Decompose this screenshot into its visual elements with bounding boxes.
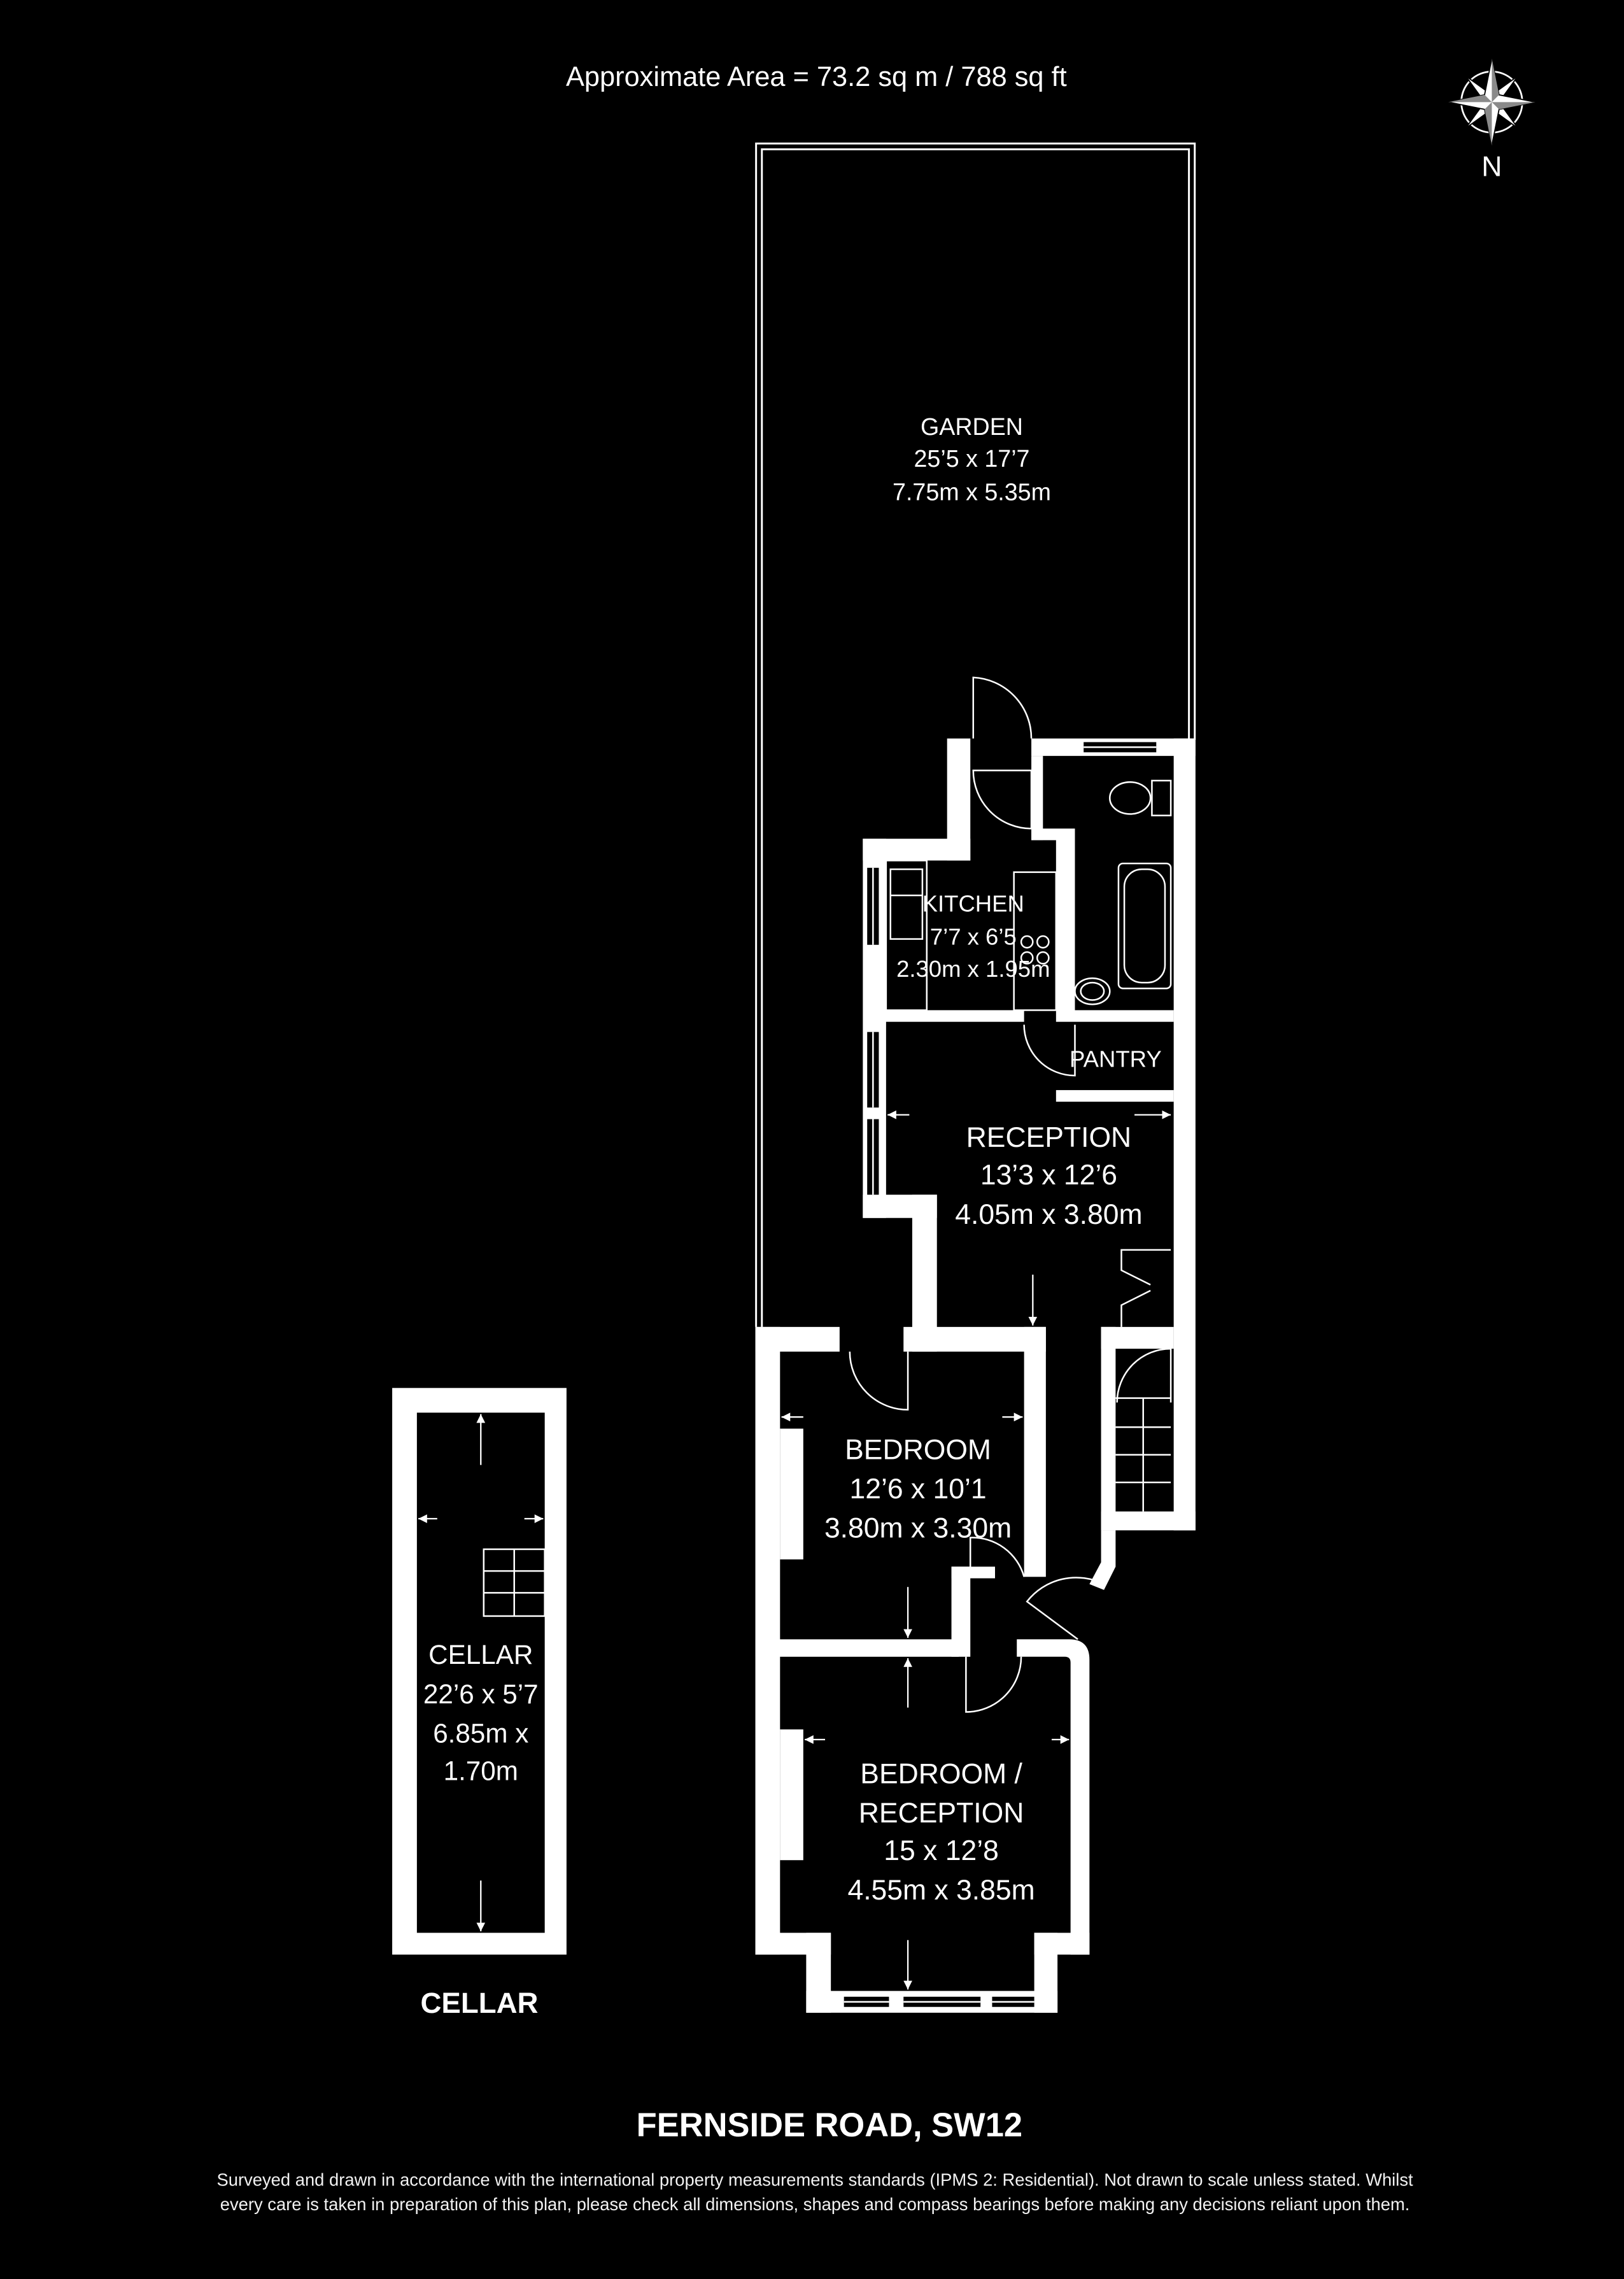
- chimney-breast: [780, 1428, 803, 1559]
- door-swing: [1116, 1347, 1172, 1403]
- room-size-metric: 7.75m x 5.35m: [893, 479, 1051, 506]
- wall-segment: [912, 1195, 937, 1352]
- room-size-imperial: 15 x 12’8: [884, 1835, 999, 1866]
- cellar-staircase: [483, 1548, 546, 1617]
- wall-segment: [1031, 756, 1043, 841]
- hob-ring: [1036, 935, 1050, 949]
- door-swing: [972, 676, 1033, 739]
- room-size-imperial: 13’3 x 12’6: [980, 1160, 1117, 1191]
- wall-segment: [1056, 839, 1075, 1022]
- door-swing: [1023, 1025, 1076, 1077]
- room-size-metric-line1: 6.85m x: [433, 1718, 528, 1748]
- basin-outer: [1074, 977, 1111, 1005]
- room-name-line1: BEDROOM /: [860, 1758, 1022, 1789]
- room-size-metric: 2.30m x 1.95m: [896, 956, 1050, 982]
- wall-segment: [1173, 738, 1196, 1531]
- hob-ring: [1020, 935, 1034, 949]
- wall-segment: [1031, 828, 1075, 841]
- counter-right: [1013, 871, 1057, 1011]
- disclaimer-line1: Surveyed and drawn in accordance with th…: [216, 2169, 1413, 2189]
- room-name: BEDROOM: [845, 1434, 991, 1465]
- garden-boundary-outer: [755, 142, 1196, 1327]
- hob-ring: [1020, 951, 1034, 965]
- counter-left: [885, 860, 928, 1011]
- wall-segment: [1089, 1530, 1116, 1590]
- bath-outer: [1117, 862, 1172, 990]
- room-size-metric-line2: 1.70m: [444, 1756, 518, 1786]
- wall-segment: [1017, 1639, 1090, 1955]
- dimension-arrows: [418, 1110, 1171, 1990]
- wall-segment: [951, 1566, 996, 1579]
- cellar-plan: [392, 1388, 567, 1955]
- room-name: GARDEN: [921, 413, 1023, 440]
- window-glazing: [844, 746, 1157, 2003]
- toilet-cistern: [1151, 779, 1172, 816]
- wall-segment: [903, 1326, 1046, 1352]
- room-name: PANTRY: [1070, 1046, 1162, 1072]
- room-size-imperial: 25’5 x 17’7: [914, 445, 1029, 472]
- door-swing: [1026, 1577, 1105, 1640]
- staircase: [1115, 1397, 1171, 1512]
- garden-label: GARDEN 25’5 x 17’7 7.75m x 5.35m: [893, 413, 1051, 506]
- room-size-imperial: 22’6 x 5’7: [423, 1679, 539, 1709]
- compass-north-label: N: [1481, 152, 1502, 183]
- room-name: CELLAR: [428, 1640, 533, 1670]
- chimney-breast: [780, 1729, 803, 1861]
- compass-rose-icon: [1448, 58, 1536, 146]
- basin-inner: [1080, 981, 1105, 1001]
- compass-shade-east: [1492, 102, 1536, 110]
- room-size-metric: 4.55m x 3.85m: [847, 1875, 1034, 1906]
- garden-boundary: [755, 142, 1196, 1327]
- room-size-imperial: 7’7 x 6’5: [930, 924, 1017, 950]
- door-swing: [849, 1351, 909, 1411]
- doors: [849, 676, 1172, 1713]
- bedroom-reception-label: BEDROOM / RECEPTION 15 x 12’8 4.55m x 3.…: [847, 1758, 1034, 1906]
- cellar-label: CELLAR 22’6 x 5’7 6.85m x 1.70m: [423, 1640, 539, 1786]
- cellar-floor: [416, 1412, 545, 1933]
- wall-segment: [1024, 1326, 1046, 1577]
- wall-segment: [883, 1010, 1024, 1022]
- bath-inner: [1123, 868, 1166, 984]
- room-size-metric: 3.80m x 3.30m: [824, 1513, 1012, 1544]
- room-name-line2: RECEPTION: [859, 1798, 1024, 1829]
- cupboard-doors: [1120, 1249, 1171, 1327]
- garden-boundary-inner: [761, 148, 1190, 1327]
- wall-segment: [951, 1566, 971, 1657]
- wall-segment: [1101, 1326, 1116, 1531]
- pantry-label: PANTRY: [1070, 1046, 1162, 1072]
- wall-segment: [1101, 1511, 1196, 1531]
- bedroom-label: BEDROOM 12’6 x 10’1 3.80m x 3.30m: [824, 1434, 1012, 1544]
- floor-label-cellar: CELLAR: [420, 1987, 538, 2019]
- disclaimer-line2: every care is taken in preparation of th…: [220, 2194, 1410, 2214]
- bathroom-fixtures: [1074, 779, 1172, 1005]
- door-swing: [965, 1656, 1022, 1713]
- room-size-metric: 4.05m x 3.80m: [955, 1199, 1142, 1230]
- approximate-area-text: Approximate Area = 73.2 sq m / 788 sq ft: [566, 62, 1067, 92]
- compass-shade-west: [1448, 94, 1492, 103]
- wall-segment: [1075, 1010, 1174, 1022]
- wall-segment: [1034, 1933, 1090, 1955]
- wall-segment: [755, 1639, 959, 1657]
- room-name: KITCHEN: [922, 890, 1024, 916]
- reception-label: RECEPTION 13’3 x 12’6 4.05m x 3.80m: [955, 1122, 1142, 1230]
- sink: [889, 868, 924, 940]
- door-swing: [972, 769, 1033, 830]
- door-swing: [969, 1537, 1025, 1577]
- property-address: FERNSIDE ROAD, SW12: [637, 2106, 1022, 2144]
- toilet-bowl: [1109, 781, 1152, 815]
- wall-segment: [1056, 1090, 1174, 1102]
- compass-shade-south: [1484, 102, 1492, 146]
- room-size-imperial: 12’6 x 10’1: [849, 1473, 986, 1505]
- compass-shade-north: [1492, 58, 1499, 103]
- kitchen-label: KITCHEN 7’7 x 6’5 2.30m x 1.95m: [896, 890, 1050, 982]
- hob-ring: [1036, 951, 1050, 965]
- kitchen-fixtures: [885, 860, 1057, 1011]
- room-name: RECEPTION: [966, 1122, 1132, 1153]
